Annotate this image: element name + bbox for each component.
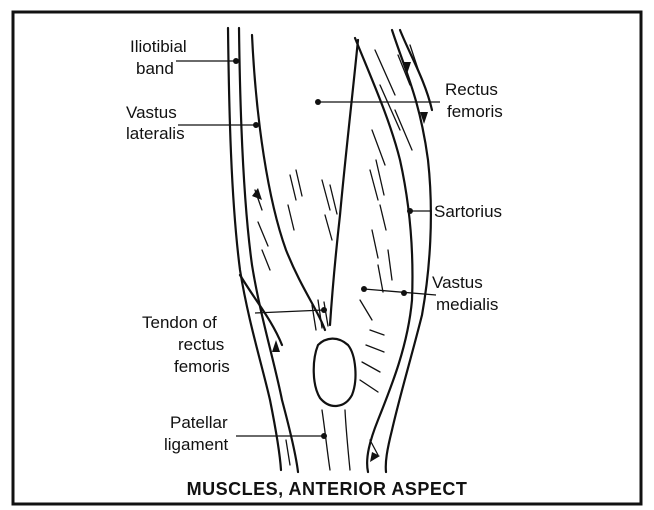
leader-lines <box>176 58 440 439</box>
label-vastus-lateralis: Vastus lateralis <box>126 103 185 143</box>
label-sartorius: Sartorius <box>434 202 502 221</box>
label-iliotibial-band: Iliotibial band <box>130 37 191 78</box>
arrowheads <box>252 62 428 462</box>
label-rectus-femoris: Rectus femoris <box>445 80 503 121</box>
label-patellar-ligament: Patellar ligament <box>164 413 232 454</box>
diagram-border <box>13 12 641 504</box>
patella <box>314 339 356 406</box>
label-vastus-medialis: Vastus medialis <box>432 273 498 314</box>
diagram-caption: MUSCLES, ANTERIOR ASPECT <box>187 479 468 499</box>
label-tendon-of-rectus-femoris: Tendon of rectus femoris <box>142 313 230 376</box>
right-thigh-outline <box>330 30 432 472</box>
muscle-fibers <box>255 45 420 465</box>
left-thigh-outline <box>228 28 325 472</box>
